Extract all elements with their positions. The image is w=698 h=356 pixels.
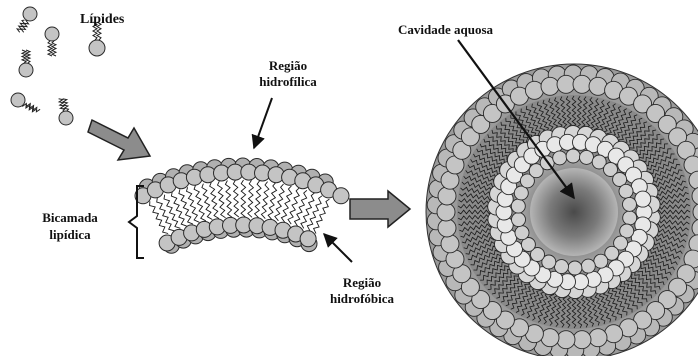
lipid-head xyxy=(566,149,580,163)
lipid-tail xyxy=(225,181,232,218)
lipid-head xyxy=(541,77,559,95)
lipid-tail xyxy=(241,180,246,217)
lipid-tail xyxy=(48,41,52,56)
lipid-head xyxy=(23,7,37,21)
lipid-head xyxy=(511,199,525,213)
lipid-head xyxy=(605,325,623,343)
lipid-head xyxy=(555,260,569,274)
lipid-head xyxy=(573,331,591,349)
lipid-head xyxy=(89,40,105,56)
bilayer-label-line2: lipídica xyxy=(30,227,110,242)
lipid-head xyxy=(437,203,455,221)
hydrophilic-label-line2: hidrofílica xyxy=(246,74,330,89)
lipid-head xyxy=(45,27,59,41)
lipid-head xyxy=(581,259,595,273)
lipid-molecule-icon xyxy=(45,27,59,56)
lipid-head xyxy=(580,150,594,164)
lipid-head xyxy=(441,235,459,253)
lipid-tail xyxy=(150,201,169,233)
lipid-tail xyxy=(26,50,30,63)
lipid-tail xyxy=(21,20,29,32)
lipid-molecule-icon xyxy=(19,50,33,77)
lipid-head xyxy=(623,211,637,225)
lipid-head xyxy=(557,75,575,93)
lipid-tail xyxy=(164,195,180,229)
lipids-label: Lípides xyxy=(80,12,124,27)
lipid-tail xyxy=(171,192,186,226)
lipid-head xyxy=(553,151,567,165)
lipid-tail xyxy=(281,186,291,223)
lipid-head xyxy=(635,191,651,207)
lipid-head xyxy=(512,213,526,227)
lipid-head xyxy=(59,111,73,125)
lipid-head xyxy=(573,75,591,93)
hydrophilic-label-line1: Região xyxy=(258,58,318,73)
pointer-arrow-icon xyxy=(324,234,352,262)
lipid-tail xyxy=(210,182,219,218)
process-arrow-icon xyxy=(350,191,410,227)
lipid-head xyxy=(300,231,316,247)
lipid-head xyxy=(619,184,633,198)
hydrophobic-label-line2: hidrofóbica xyxy=(316,291,408,306)
lipid-head xyxy=(438,219,456,237)
lipid-tail xyxy=(218,181,226,218)
lipid-tail xyxy=(194,185,206,221)
lipid-head xyxy=(525,81,543,99)
lipid-head xyxy=(623,197,637,211)
lipid-head xyxy=(589,77,607,95)
lipid-head xyxy=(333,188,349,204)
lipid-tail xyxy=(314,199,330,234)
lipid-tail xyxy=(268,183,277,220)
lipid-molecule-icon xyxy=(59,99,73,125)
lipid-tail xyxy=(261,182,269,219)
lipid-head xyxy=(594,254,608,268)
lipid-head xyxy=(541,329,559,347)
pointer-arrow-icon xyxy=(254,98,272,148)
lipid-molecule-icon xyxy=(17,7,37,32)
hydrophobic-label-line1: Região xyxy=(332,275,392,290)
lipid-head xyxy=(515,226,529,240)
lipid-head xyxy=(19,63,33,77)
lipid-tail xyxy=(307,196,322,231)
lipid-tail xyxy=(255,181,262,218)
lipid-head xyxy=(568,261,582,275)
aqueous-cavity-core xyxy=(530,168,618,256)
cavity-label: Cavidade aquosa xyxy=(398,22,493,37)
process-arrow-icon xyxy=(88,120,150,160)
lipid-tail xyxy=(233,180,239,217)
lipid-head xyxy=(589,329,607,347)
lipid-tail xyxy=(248,180,254,217)
lipid-tail xyxy=(187,187,200,222)
lipid-head xyxy=(11,93,25,107)
bilayer-label-line1: Bicamada xyxy=(30,210,110,225)
lipid-tail xyxy=(26,104,40,112)
lipid-tail xyxy=(288,188,299,224)
lipid-head xyxy=(557,331,575,349)
lipid-head xyxy=(438,187,456,205)
lipid-tail xyxy=(295,190,307,226)
liposome xyxy=(426,64,698,356)
lipid-bilayer-fragment xyxy=(135,158,349,253)
lipid-molecule-icon xyxy=(89,22,105,56)
lipid-molecule-icon xyxy=(11,93,40,112)
